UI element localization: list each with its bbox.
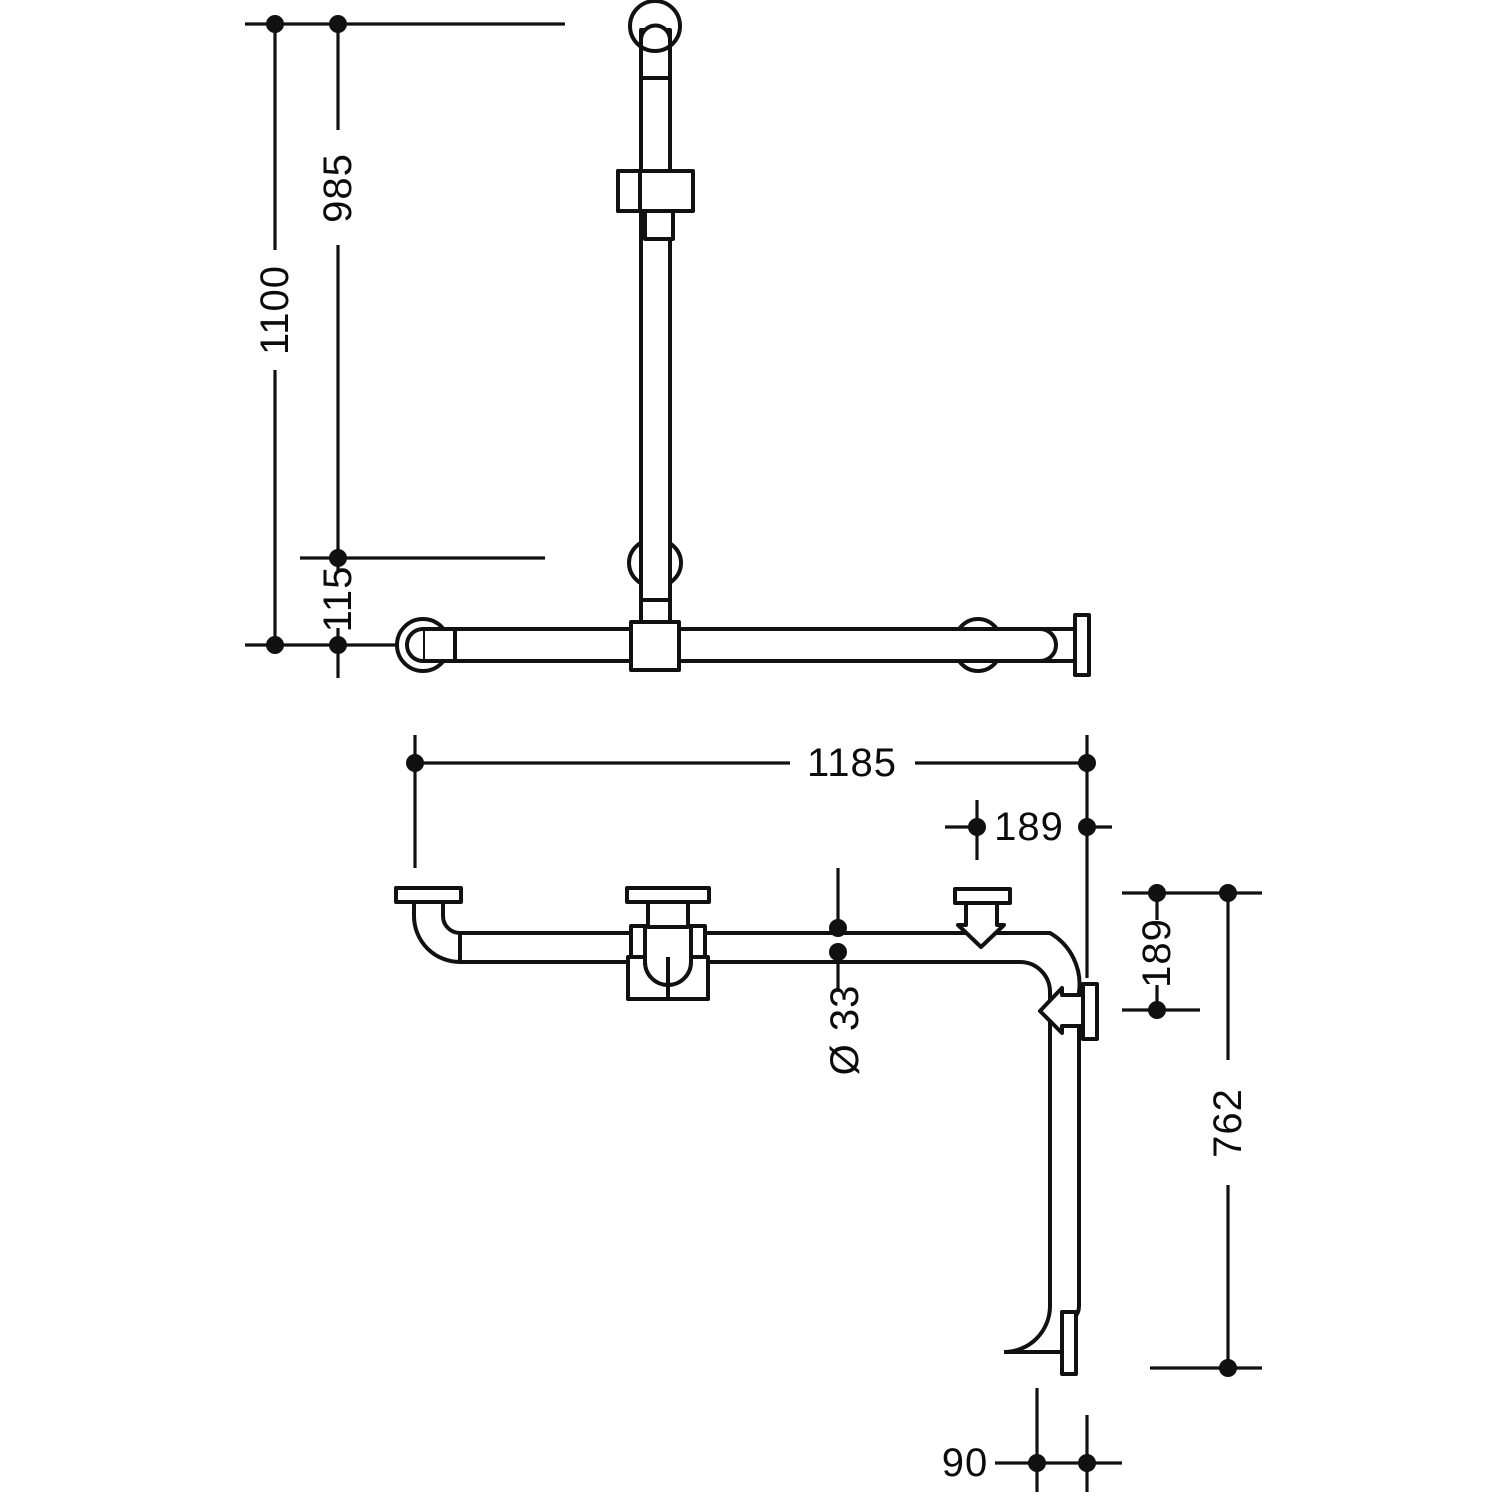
plan-bar-inner-corner (1010, 931, 1082, 1325)
dim-label-diameter: Ø 33 (823, 985, 867, 1076)
elevation-view: 1100 985 115 (245, 0, 1091, 678)
dim-label-1100: 1100 (253, 265, 297, 355)
dim-dot-1185-right (1078, 754, 1096, 772)
dim-dot-1100-bottom (266, 636, 284, 654)
elevation-geometry (395, 0, 1091, 677)
lower-elbow-wall-flange (1060, 1310, 1078, 1376)
mid-tee-bracket-stem (646, 899, 690, 929)
plan-dimension-dots (406, 754, 1237, 1472)
dim-label-762: 762 (1206, 1088, 1250, 1158)
dim-dot-762-top (1219, 884, 1237, 902)
slider-bracket-clamp (616, 169, 642, 213)
plan-view: 1185 189 189 762 90 Ø 33 (394, 735, 1262, 1492)
dim-dot-985-bottom (329, 549, 347, 567)
right-wall-mount-flange (1081, 982, 1099, 1041)
right-wall-plate (1073, 613, 1091, 677)
plan-bar-inner-left (441, 900, 1010, 935)
dim-dot-762-bottom (1219, 1359, 1237, 1377)
dim-label-189-right: 189 (1135, 918, 1179, 988)
elevation-dimension-dots (266, 15, 347, 654)
upper-wall-mount-flange (953, 887, 1012, 905)
t-junction-block (629, 620, 681, 672)
dim-dot-d33-bottom (829, 943, 847, 961)
dim-dot-1100-top (266, 15, 284, 33)
dim-dot-1185-left (406, 754, 424, 772)
dim-dot-90-left (1028, 1454, 1046, 1472)
left-elbow-wall-flange (394, 886, 463, 904)
dim-dot-189top-left (968, 818, 986, 836)
slider-bracket-stem (643, 209, 675, 241)
vertical-rail-top-cap (639, 23, 672, 42)
plan-bar-outer-corner (1002, 960, 1052, 1354)
dim-label-115: 115 (316, 566, 360, 633)
vertical-rail (639, 28, 672, 630)
plan-geometry (394, 886, 1099, 1376)
dim-dot-90-right (1078, 1454, 1096, 1472)
dim-dot-189right-bottom (1148, 1001, 1166, 1019)
dim-label-1185: 1185 (807, 741, 897, 785)
dim-dot-189right-top (1148, 884, 1166, 902)
plan-dimension-lines (413, 735, 1262, 1492)
plan-bar-outer-left (412, 900, 1002, 964)
horizontal-bar (421, 627, 1077, 663)
dim-label-189-top: 189 (994, 805, 1064, 849)
dim-dot-189top-right (1078, 818, 1096, 836)
horizontal-bar-right-cap (1038, 627, 1058, 663)
rail-top-rosette (628, 0, 682, 53)
right-wall-mount-arrow (1038, 986, 1085, 1035)
dim-dot-985-top (329, 15, 347, 33)
upper-wall-mount-arrow (956, 901, 1006, 949)
mid-tee-bracket-wall-flange (625, 886, 711, 904)
dim-label-985: 985 (316, 153, 360, 223)
dim-dot-115-bottom (329, 636, 347, 654)
dim-label-90: 90 (942, 1441, 989, 1485)
horizontal-bar-left-cap (405, 627, 425, 663)
